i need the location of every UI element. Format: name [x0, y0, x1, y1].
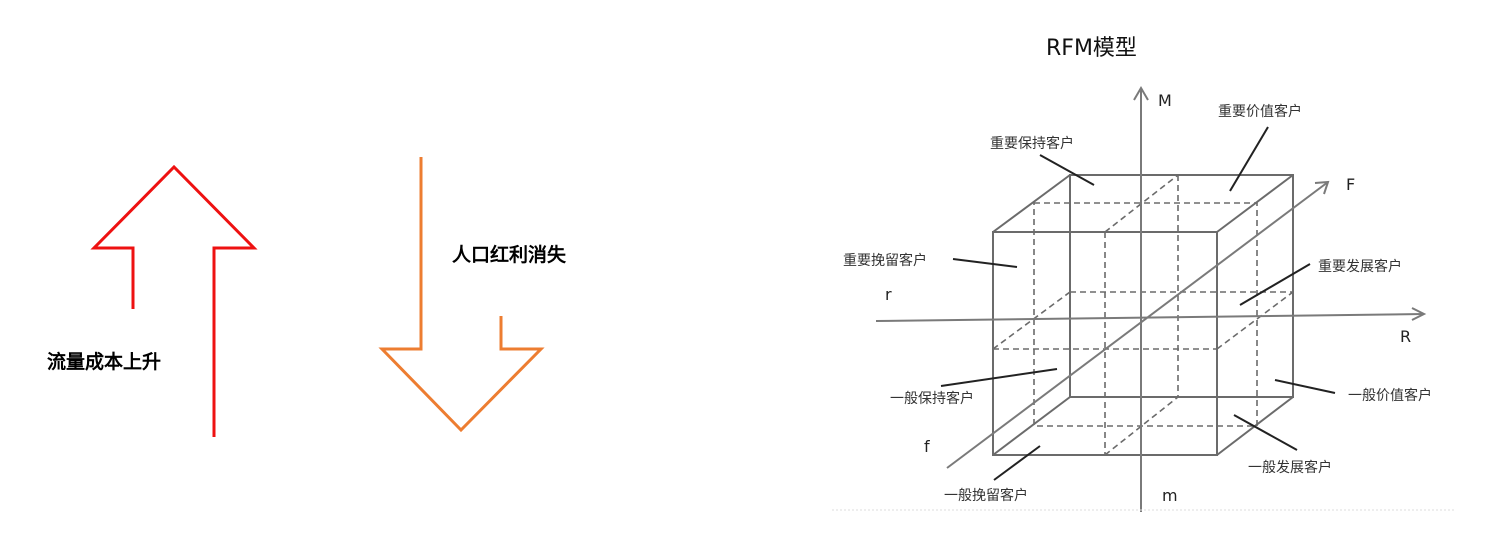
segment-important-develop: 重要发展客户 [1318, 259, 1402, 275]
rfm-cube [992, 174, 1294, 456]
demographic-dividend-label: 人口红利消失 [452, 244, 567, 266]
rfm-title: RFM模型 [1046, 36, 1137, 61]
traffic-cost-label: 流量成本上升 [47, 351, 162, 373]
down-arrow-icon [378, 157, 545, 433]
axis-r-label: r [885, 285, 892, 304]
up-arrow-icon [90, 164, 258, 437]
segment-important-value: 重要价值客户 [1218, 104, 1302, 120]
axis-f-label: f [924, 437, 930, 456]
axis-R-label: R [1400, 327, 1412, 346]
axis-M-label: M [1158, 91, 1172, 110]
segment-important-keep: 重要保持客户 [990, 136, 1074, 152]
leader-lines [940, 126, 1336, 481]
rfm-axes [875, 86, 1427, 512]
segment-general-keep: 一般保持客户 [890, 391, 974, 407]
segment-important-retain: 重要挽留客户 [843, 253, 927, 269]
axis-m-label: m [1162, 486, 1178, 505]
axis-F-label: F [1346, 175, 1356, 194]
segment-general-develop: 一般发展客户 [1248, 460, 1332, 476]
segment-general-retain: 一般挽留客户 [944, 488, 1028, 504]
segment-general-value: 一般价值客户 [1348, 388, 1432, 404]
